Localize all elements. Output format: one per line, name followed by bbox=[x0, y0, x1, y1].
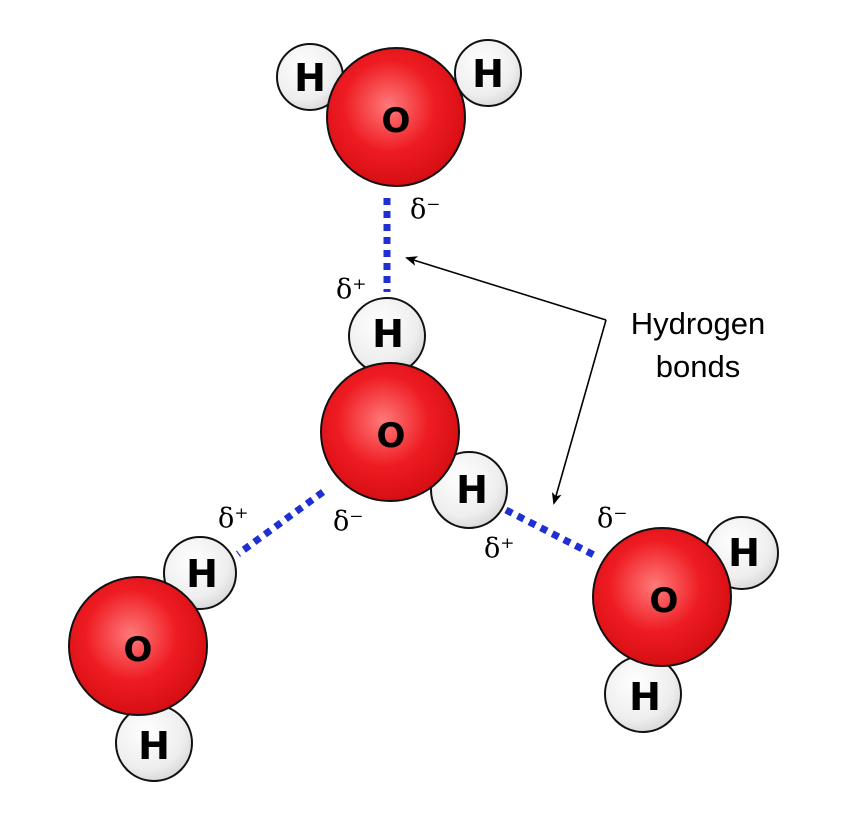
oxygen-atom bbox=[326, 47, 466, 187]
hydrogen-bond-left bbox=[235, 489, 326, 557]
oxygen-atom bbox=[68, 576, 208, 716]
oxygen-label: O bbox=[382, 101, 411, 141]
hydrogen-atom bbox=[454, 39, 522, 107]
hydrogen-bonds-callout: Hydrogen bonds bbox=[631, 306, 765, 384]
charge-label-negative: δ⁻ bbox=[333, 506, 364, 537]
hydrogen-label: H bbox=[372, 312, 404, 356]
water-molecule-top: H H O bbox=[276, 39, 522, 187]
hydrogen-bond-right bbox=[504, 506, 600, 561]
hydrogen-atom bbox=[430, 451, 508, 529]
partial-charge-labels: δ⁻ δ⁺ δ⁺ δ⁻ δ⁺ δ⁻ bbox=[218, 194, 628, 564]
hydrogen-label: H bbox=[456, 468, 488, 512]
oxygen-label: O bbox=[377, 416, 406, 456]
oxygen-atom bbox=[592, 527, 732, 667]
callout-line-1: Hydrogen bbox=[631, 306, 765, 341]
oxygen-atom bbox=[320, 362, 460, 502]
water-molecule-left: H H O bbox=[68, 536, 237, 782]
hydrogen-label: H bbox=[472, 52, 504, 96]
oxygen-label: O bbox=[124, 630, 153, 670]
charge-label-positive: δ⁺ bbox=[218, 503, 249, 534]
callout-arrows bbox=[405, 256, 607, 505]
oxygen-label: O bbox=[650, 581, 679, 621]
hydrogen-label: H bbox=[728, 531, 760, 575]
hydrogen-label: H bbox=[186, 552, 218, 596]
hydrogen-label: H bbox=[629, 675, 661, 719]
hydrogen-bond-lines bbox=[235, 198, 600, 561]
water-molecule-right: H H O bbox=[592, 516, 779, 733]
hydrogen-atom bbox=[163, 536, 237, 610]
arrow-to-right-bond bbox=[551, 319, 607, 505]
charge-label-positive: δ⁺ bbox=[336, 274, 367, 305]
charge-label-negative: δ⁻ bbox=[410, 194, 441, 225]
charge-label-negative: δ⁻ bbox=[597, 503, 628, 534]
hydrogen-label: H bbox=[138, 724, 170, 768]
arrow-to-top-bond bbox=[405, 256, 607, 321]
water-molecule-center: H H O bbox=[320, 297, 508, 529]
callout-line-2: bonds bbox=[656, 349, 740, 384]
charge-label-positive: δ⁺ bbox=[484, 533, 515, 564]
hydrogen-label: H bbox=[294, 56, 326, 100]
